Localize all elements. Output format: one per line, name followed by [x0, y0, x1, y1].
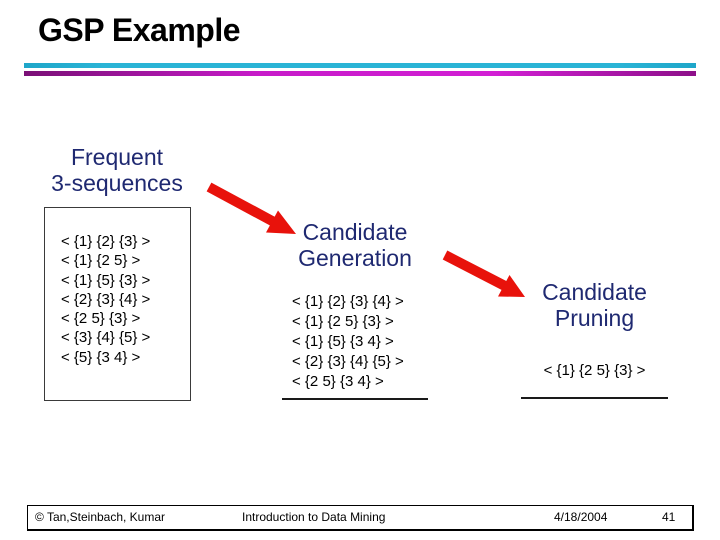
sequence-item: < {2} {3} {4} >	[61, 290, 151, 308]
sequence-item: < {2 5} {3} >	[61, 310, 141, 328]
sequence-item: < {3} {4} {5} >	[61, 329, 151, 347]
sequence-item: < {2 5} {3 4} >	[292, 373, 384, 390]
pruning-label-line2: Pruning	[554, 305, 635, 331]
footer-page-number: 41	[662, 510, 676, 524]
footer-date: 4/18/2004	[554, 510, 608, 524]
candidate-pruning-label: Candidate Pruning	[517, 279, 672, 331]
pruned-sequence-item: < {1} {2 5} {3} >	[543, 362, 646, 379]
generation-list-underline	[282, 398, 428, 400]
frequent-label-line1: Frequent	[70, 144, 164, 170]
sequence-item: < {1} {2} {3} {4} >	[292, 293, 404, 310]
frequent-sequences-list: < {1} {2} {3} > < {1} {2 5} > < {1} {5} …	[61, 232, 150, 367]
title-rule-magenta	[24, 71, 696, 76]
title-rule-cyan	[24, 63, 696, 68]
candidate-generation-list: < {1} {2} {3} {4} > < {1} {2 5} {3} > < …	[292, 292, 404, 392]
sequence-item: < {1} {2} {3} >	[61, 233, 151, 250]
slide-title: GSP Example	[38, 12, 241, 48]
pruning-label-line1: Candidate	[542, 279, 647, 305]
sequence-item: < {1} {2 5} {3} >	[292, 313, 394, 330]
pruning-arrow-icon	[442, 250, 525, 297]
generation-label-line1: Candidate	[302, 219, 408, 245]
footer-copyright: © Tan,Steinbach, Kumar	[35, 510, 166, 524]
frequent-3-sequences-label: Frequent 3-sequences	[32, 144, 202, 196]
frequent-sequences-box	[44, 207, 191, 401]
sequence-item: < {1} {2 5} >	[61, 252, 141, 270]
sequence-item: < {5} {3 4} >	[61, 348, 141, 366]
slide-footer: © Tan,Steinbach, Kumar Introduction to D…	[27, 505, 694, 531]
sequence-item: < {2} {3} {4} {5} >	[292, 353, 404, 370]
frequent-label-line2: 3-sequences	[51, 170, 183, 196]
sequence-item: < {1} {5} {3} >	[61, 271, 151, 289]
footer-book-title: Introduction to Data Mining	[242, 510, 386, 524]
sequence-item: < {1} {5} {3 4} >	[292, 333, 394, 350]
pruning-list-underline	[521, 397, 668, 399]
generation-label-line2: Generation	[298, 245, 412, 271]
candidate-generation-label: Candidate Generation	[280, 219, 430, 271]
